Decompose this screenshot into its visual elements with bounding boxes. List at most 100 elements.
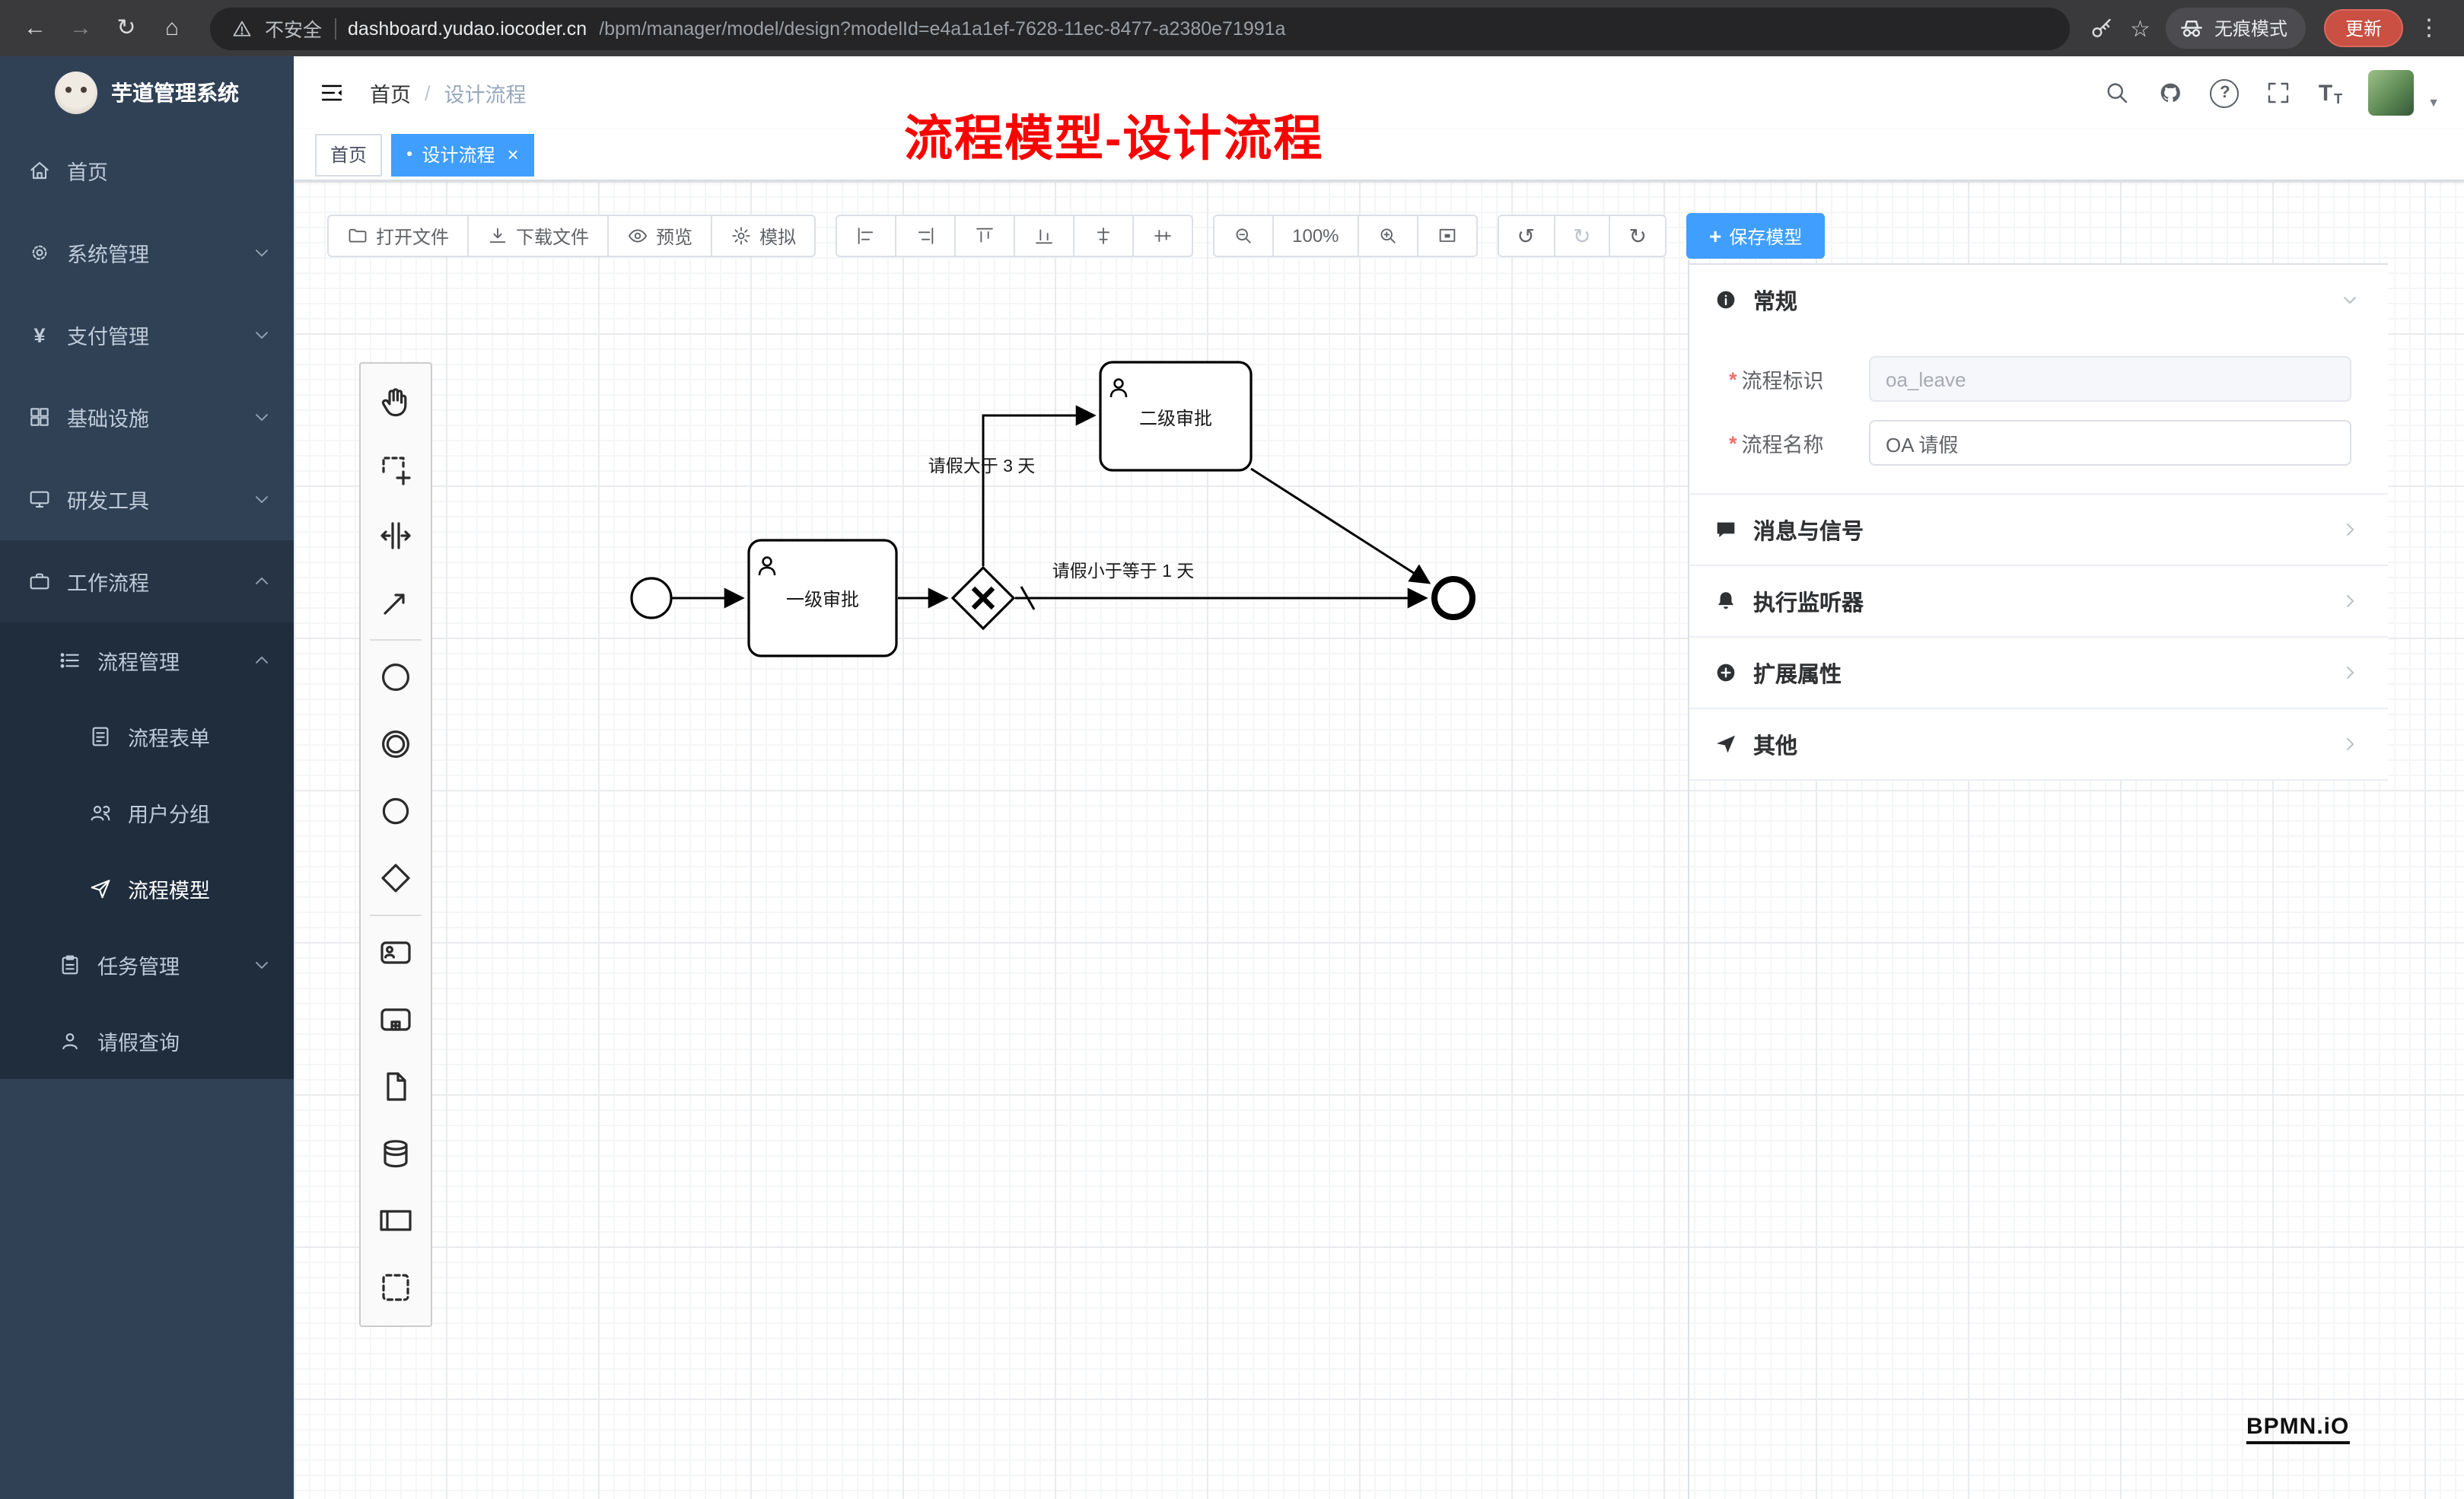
open-file-button[interactable]: 打开文件	[327, 215, 470, 257]
restart-button[interactable]: ↻	[1609, 215, 1667, 257]
avatar-caret-icon[interactable]: ▼	[2427, 96, 2440, 110]
sidebar-item-process-management[interactable]: 流程管理	[0, 622, 294, 699]
avatar[interactable]	[2368, 70, 2415, 116]
tab-design-process[interactable]: ● 设计流程 ×	[391, 133, 534, 176]
start-event[interactable]	[630, 577, 673, 619]
sidebar-item-process-model[interactable]: 流程模型	[0, 851, 294, 927]
palette-global-connect-tool[interactable]	[361, 569, 431, 636]
tab-close-icon[interactable]: ×	[507, 143, 519, 166]
palette-create-intermediate-event[interactable]	[361, 711, 431, 778]
browser-menu-icon[interactable]: ⋮	[2418, 15, 2440, 41]
undo-button[interactable]: ↺	[1497, 215, 1555, 257]
address-bar[interactable]: 不安全 dashboard.yudao.iocoder.cn/bpm/manag…	[210, 7, 2070, 49]
sidebar-item-process-form[interactable]: 流程表单	[0, 699, 294, 775]
tab-home[interactable]: 首页	[315, 133, 383, 176]
task-label: 一级审批	[786, 590, 859, 610]
bpmn-diagram[interactable]: 一级审批 二级审批 请假大于 3 天 请假小于等于 1 天	[294, 181, 2464, 1499]
redo-button[interactable]: ↻	[1553, 215, 1611, 257]
bpmn-canvas[interactable]: 一级审批 二级审批 请假大于 3 天 请假小于等于 1 天 打开文件	[294, 181, 2464, 1499]
eye-icon	[629, 229, 648, 243]
fullscreen-icon[interactable]	[2265, 79, 2293, 107]
browser-chrome: ← → ↻ ⌂ 不安全 dashboard.yudao.iocoder.cn/b…	[0, 0, 2464, 56]
align-top-button[interactable]	[954, 215, 1016, 257]
search-icon[interactable]	[2104, 79, 2131, 107]
palette-create-start-event[interactable]	[361, 644, 431, 711]
zoom-out-button[interactable]	[1213, 215, 1275, 257]
sidebar-item-home[interactable]: 首页	[0, 129, 294, 212]
palette-create-group[interactable]	[361, 1254, 431, 1321]
address-divider	[334, 18, 336, 39]
sidebar-item-infrastructure[interactable]: 基础设施	[0, 376, 294, 458]
panel-divider	[1688, 260, 1689, 1499]
chevron-up-icon	[256, 656, 268, 664]
github-icon[interactable]	[2157, 79, 2185, 107]
browser-forward-icon[interactable]: →	[69, 15, 92, 41]
palette-create-end-event[interactable]	[361, 778, 431, 845]
end-event[interactable]	[1431, 576, 1476, 620]
save-model-button[interactable]: + 保存模型	[1686, 213, 1826, 259]
align-bottom-button[interactable]	[1014, 215, 1075, 257]
bpmn-io-logo[interactable]: BPMN.iO	[2246, 1414, 2350, 1444]
sidebar-item-workflow[interactable]: 工作流程	[0, 540, 294, 622]
palette-create-participant[interactable]	[361, 1187, 431, 1254]
process-key-input[interactable]	[1869, 356, 2351, 402]
preview-button[interactable]: 预览	[607, 215, 713, 257]
flow-task2-to-end[interactable]	[1250, 467, 1431, 584]
zoom-in-button[interactable]	[1357, 215, 1418, 257]
app-logo[interactable]: 芋道管理系统	[0, 56, 294, 129]
active-dot-icon: ●	[406, 149, 413, 160]
help-icon[interactable]: ?	[2210, 78, 2240, 107]
palette-create-user-task[interactable]	[361, 919, 431, 986]
panel-section-execution-listeners[interactable]: 执行监听器	[1689, 565, 2388, 636]
breadcrumb-current: 设计流程	[444, 84, 527, 107]
palette-create-data-object[interactable]	[361, 1053, 431, 1120]
palette-create-data-store[interactable]	[361, 1120, 431, 1187]
palette-create-gateway[interactable]	[361, 845, 431, 912]
bookmark-star-icon[interactable]: ☆	[2130, 16, 2150, 42]
panel-section-messages-signals[interactable]: 消息与信号	[1689, 493, 2388, 565]
sidebar-item-system[interactable]: 系统管理	[0, 212, 294, 294]
sidebar-item-label: 流程管理	[97, 651, 180, 674]
process-name-input[interactable]	[1869, 420, 2351, 466]
palette-lasso-tool[interactable]	[361, 435, 431, 502]
palette-space-tool[interactable]	[361, 502, 431, 569]
paper-plane-icon	[91, 880, 110, 899]
panel-section-extension-properties[interactable]: 扩展属性	[1689, 636, 2388, 708]
flow-gateway-to-task2[interactable]	[982, 405, 1097, 566]
required-mark: *	[1729, 431, 1737, 454]
palette-create-call-activity[interactable]	[361, 986, 431, 1053]
breadcrumb-home[interactable]: 首页	[370, 84, 411, 107]
simulate-button[interactable]: 模拟	[711, 215, 817, 257]
sidebar-item-label: 用户分组	[128, 804, 210, 826]
align-center-horizontal-button[interactable]	[1073, 215, 1135, 257]
browser-back-icon[interactable]: ←	[24, 15, 46, 41]
sidebar-item-task-management[interactable]: 任务管理	[0, 927, 294, 1003]
align-right-button[interactable]	[895, 215, 957, 257]
panel-section-other[interactable]: 其他	[1689, 708, 2388, 781]
sidebar-item-devtools[interactable]: 研发工具	[0, 458, 294, 540]
chevron-up-icon	[256, 577, 268, 584]
browser-update-button[interactable]: 更新	[2323, 9, 2403, 47]
sidebar-item-user-group[interactable]: 用户分组	[0, 775, 294, 851]
sidebar-item-payment[interactable]: ¥ 支付管理	[0, 294, 294, 376]
panel-section-general[interactable]: 常规	[1689, 265, 2388, 335]
align-left-button[interactable]	[836, 215, 897, 257]
browser-reload-icon[interactable]: ↻	[116, 15, 136, 41]
plus-icon: +	[1708, 224, 1722, 248]
hand-icon	[381, 388, 407, 417]
sequence-flows[interactable]	[672, 405, 1431, 610]
app-logo-image	[55, 72, 97, 114]
task-level1-approval[interactable]	[747, 539, 898, 657]
align-center-vertical-button[interactable]	[1132, 215, 1194, 257]
browser-home-icon[interactable]: ⌂	[164, 15, 180, 41]
chevron-down-icon	[256, 962, 268, 969]
palette-hand-tool[interactable]	[361, 368, 431, 435]
zoom-reset-button[interactable]	[1416, 215, 1478, 257]
password-key-icon[interactable]	[2087, 14, 2115, 42]
sidebar-item-leave-query[interactable]: 请假查询	[0, 1003, 294, 1079]
download-file-button[interactable]: 下载文件	[467, 215, 610, 257]
sidebar-collapse-icon[interactable]	[318, 79, 345, 107]
task-level2-approval[interactable]	[1099, 361, 1253, 472]
